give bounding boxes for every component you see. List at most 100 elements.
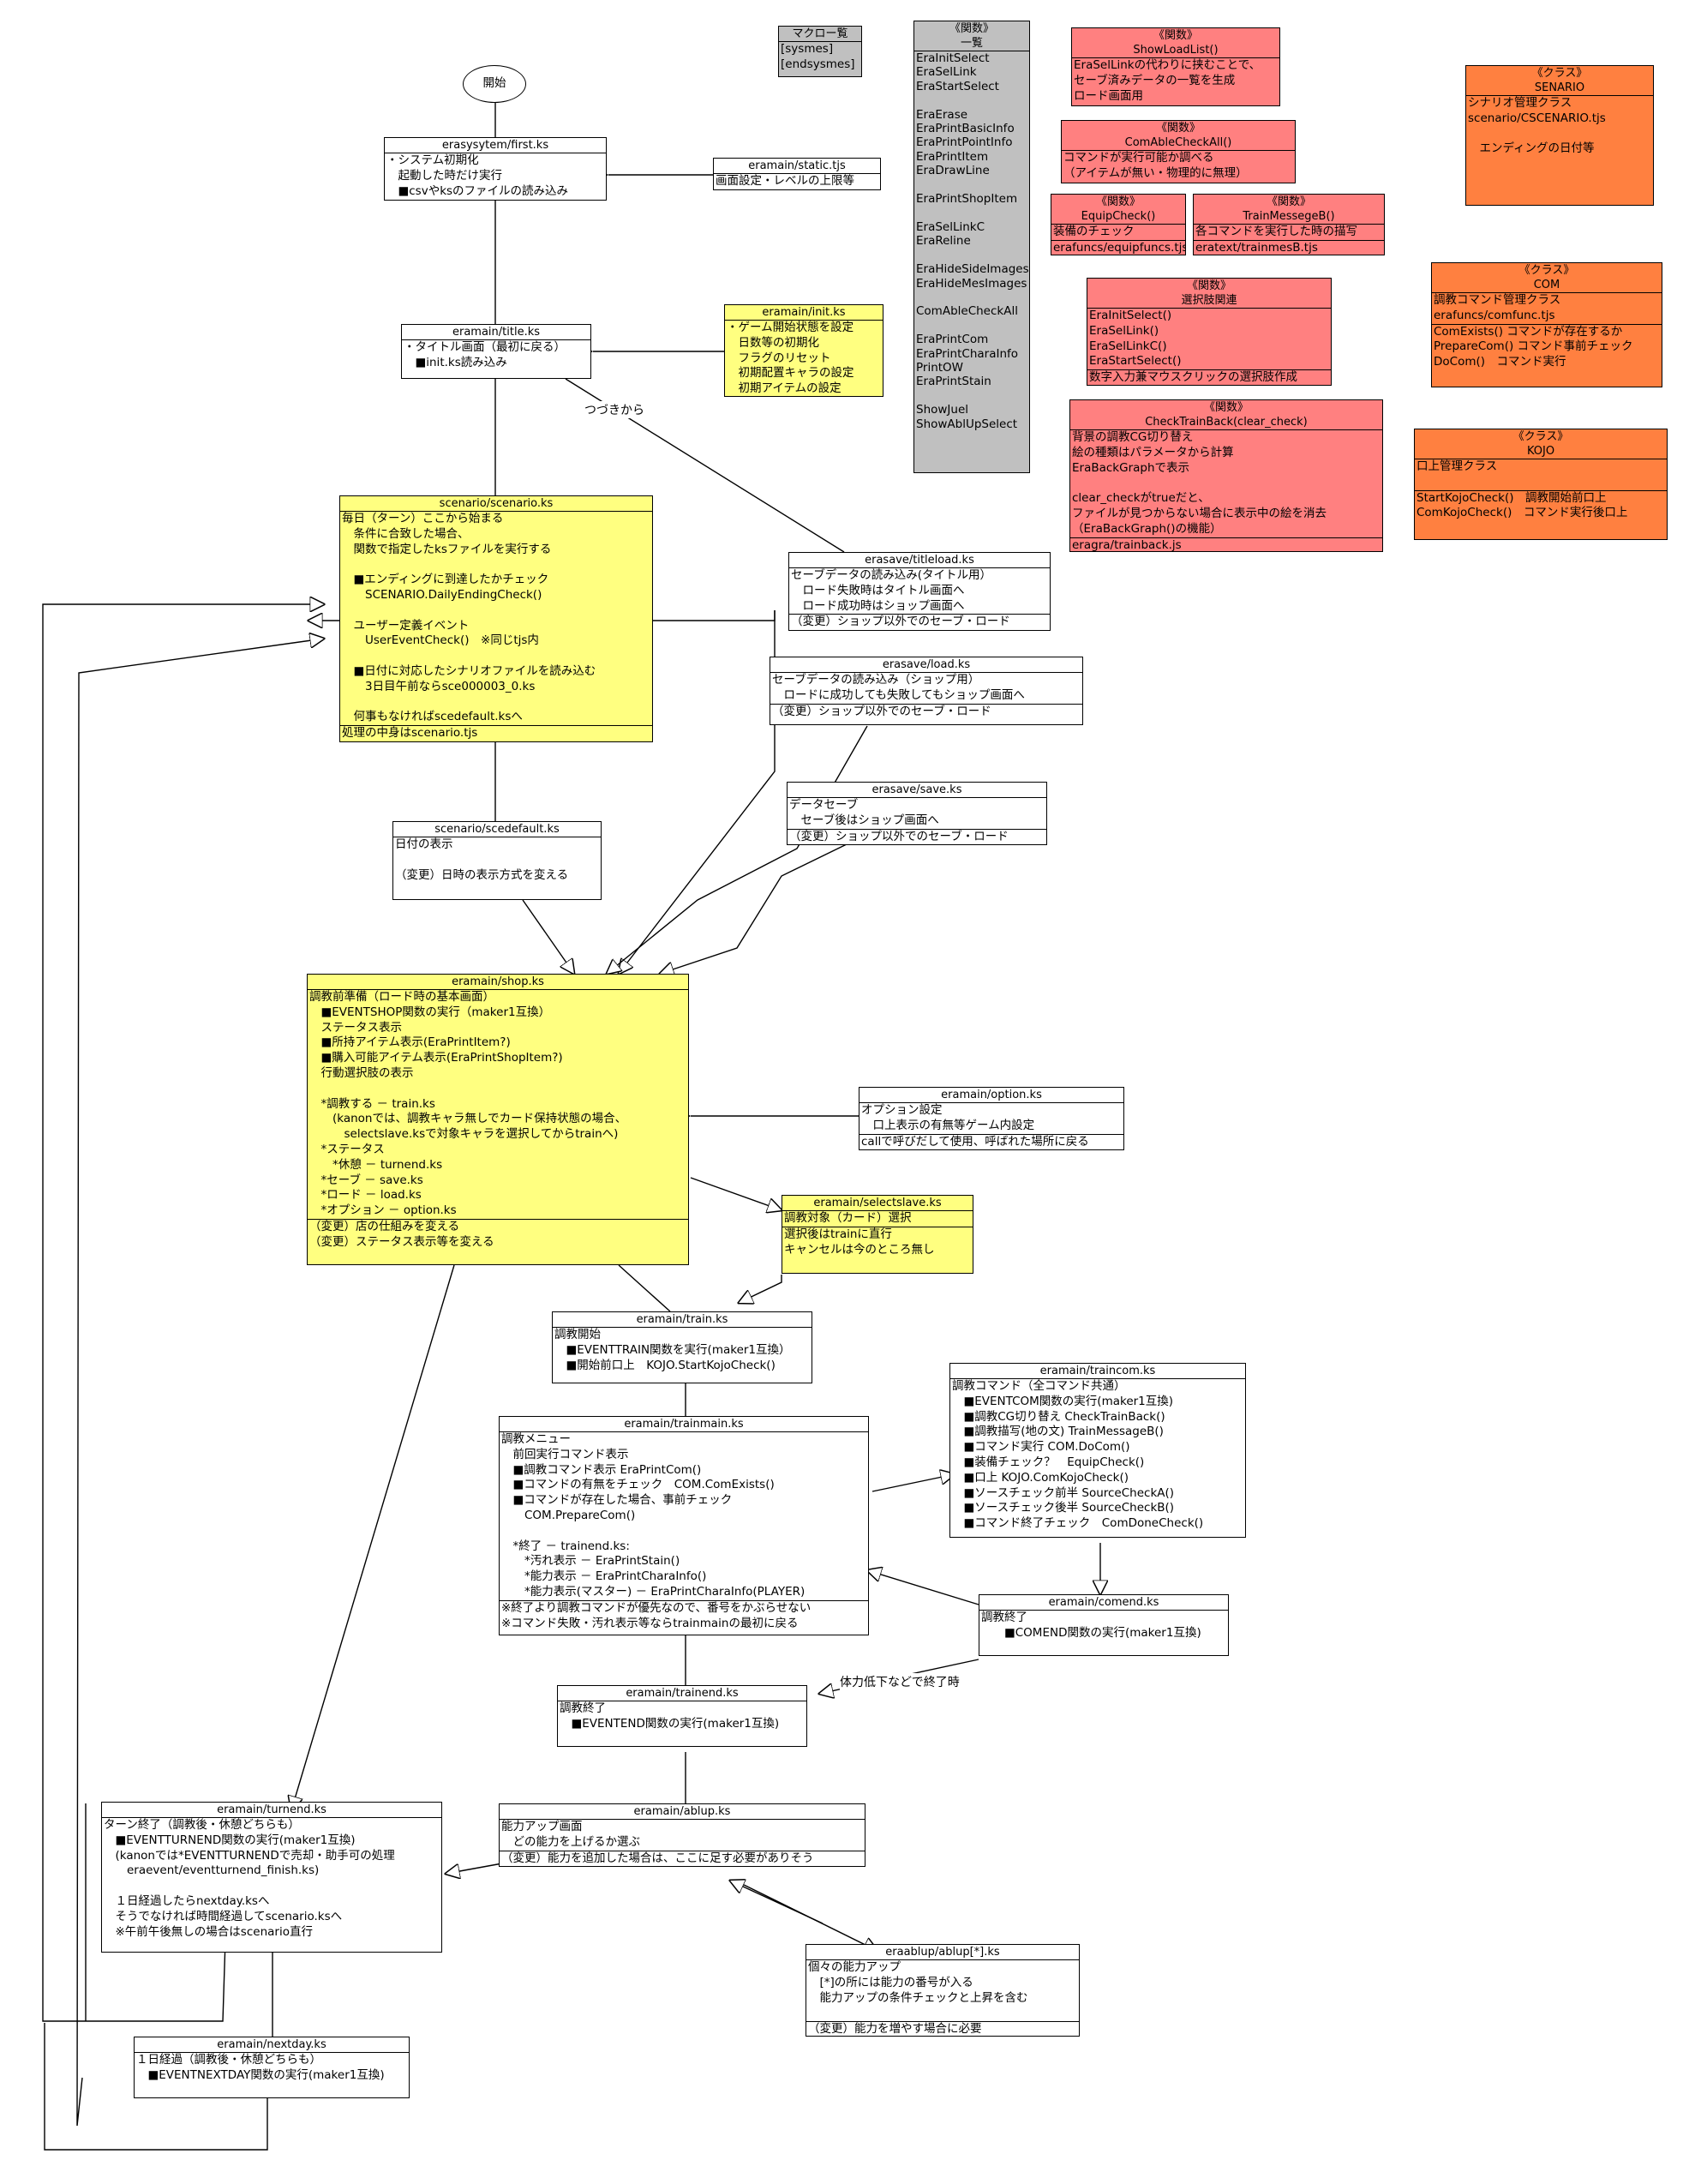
box-line: （変更）ステータス表示等を変える bbox=[309, 1234, 494, 1249]
edge-nextday-loop bbox=[44, 2023, 268, 2151]
func-list-item: EraPrintCom bbox=[916, 333, 989, 347]
func-list-item: EraPrintPointInfo bbox=[916, 135, 1013, 150]
func-list-item: ShowJuel bbox=[916, 403, 969, 417]
start-node: 開始 bbox=[463, 65, 526, 103]
macro-list-title: マクロー覧 bbox=[779, 27, 861, 42]
box-line bbox=[1466, 127, 1653, 142]
box-showloadlist: 《関数》ShowLoadList()EraSelLinkの代わりに挟むことで、セ… bbox=[1071, 27, 1280, 106]
box-line: EraSelLinkC() bbox=[1089, 339, 1167, 353]
macro-list: マクロー覧 [sysmes][endsysmes] bbox=[778, 26, 862, 77]
edge-selectslave-train bbox=[739, 1275, 782, 1303]
box-trainmain-section: 調教メニュー 前回実行コマンド表示 ■調教コマンド表示 EraPrintCom(… bbox=[500, 1432, 868, 1601]
box-line: セーブ済みデータの一覧を生成 bbox=[1074, 73, 1236, 87]
box-line: erafuncs/equipfuncs.tjs bbox=[1053, 240, 1186, 255]
box-titleload-section: セーブデータの読み込み(タイトル用） ロード失敗時はタイトル画面へ ロード成功時… bbox=[789, 568, 1050, 615]
func-list-item bbox=[914, 178, 1029, 192]
box-line: ■調教コマンド表示 EraPrintCom() bbox=[501, 1462, 702, 1477]
box-line: セーブ後はショップ画面へ bbox=[789, 813, 939, 827]
box-line: (kanonでは、調教キャラ無しでカード保持状態の場合、 bbox=[309, 1112, 627, 1126]
box-line bbox=[340, 695, 652, 711]
box-line bbox=[340, 649, 652, 664]
box-line: 処理の中身はscenario.tjs bbox=[342, 726, 478, 741]
func-list-item: EraSelLinkC bbox=[916, 219, 985, 234]
box-trainmsg-section: eratext/trainmesB.tjs bbox=[1194, 241, 1384, 255]
box-line: オプション設定 bbox=[861, 1103, 943, 1117]
box-line: ■コマンドの有無をチェック COM.ComExists() bbox=[501, 1478, 775, 1492]
box-shop-title: eramain/shop.ks bbox=[308, 975, 688, 990]
box-line: COM.PrepareCom() bbox=[501, 1508, 636, 1522]
box-line: キャンセルは今のところ無し bbox=[784, 1242, 935, 1257]
box-line: ・タイトル画面（最初に戻る） bbox=[404, 340, 566, 354]
box-line: EraBackGraphで表示 bbox=[1072, 460, 1190, 475]
box-checktrainback: 《関数》CheckTrainBack(clear_check)背景の調教CG切り… bbox=[1069, 399, 1383, 552]
box-line: ■調教描写(地の文) TrainMessageB() bbox=[952, 1425, 1164, 1439]
edge-shop-train bbox=[618, 1264, 671, 1312]
box-line: 選択後はtrainに直行 bbox=[784, 1227, 892, 1241]
box-line: ComExists() コマンドが存在するか bbox=[1434, 324, 1623, 339]
box-line: 調教メニュー bbox=[501, 1432, 571, 1446]
box-line: ComKojoCheck() コマンド実行後口上 bbox=[1416, 506, 1628, 520]
box-ablup-section: 能力アップ画面 どの能力を上げるか選ぶ bbox=[500, 1820, 865, 1851]
box-trainmain-section: ※終了より調教コマンドが優先なので、番号をかぶらせない※コマンド失敗・汚れ表示等… bbox=[500, 1601, 868, 1632]
box-line: ■購入可能アイテム表示(EraPrintShopItem?) bbox=[309, 1051, 563, 1065]
box-line: ■EVENTNEXTDAY関数の実行(maker1互換) bbox=[136, 2067, 385, 2082]
box-line: ■EVENTEND関数の実行(maker1互換) bbox=[560, 1716, 780, 1731]
box-line: ・システム初期化 bbox=[386, 153, 479, 167]
box-checktrainback-section: eragra/trainback.js bbox=[1070, 537, 1382, 552]
box-line: セーブデータの読み込み(タイトル用） bbox=[791, 568, 991, 582]
box-line: ロード成功時はショップ画面へ bbox=[791, 598, 965, 613]
box-com-title: 《クラス》COM bbox=[1432, 263, 1662, 293]
box-scenario-title: scenario/scenario.ks bbox=[340, 496, 652, 512]
box-line: EraSelLinkの代わりに挟むことで、 bbox=[1074, 58, 1261, 72]
box-turnend-section: ターン終了（調教後・休憩どちらも） ■EVENTTURNEND関数の実行(mak… bbox=[102, 1818, 441, 1940]
box-line: scenario/CSCENARIO.tjs bbox=[1468, 111, 1606, 125]
box-line: フラグのリセット bbox=[727, 351, 831, 365]
box-line: ■開始前口上 KOJO.StartKojoCheck() bbox=[554, 1358, 776, 1372]
box-save-section: （変更）ショップ以外でのセーブ・ロード bbox=[788, 830, 1046, 844]
box-equipcheck-section: erafuncs/equipfuncs.tjs bbox=[1051, 241, 1185, 255]
box-line: ■コマンド実行 COM.DoCom() bbox=[952, 1440, 1130, 1455]
func-list-item bbox=[914, 389, 1029, 403]
box-line bbox=[806, 2006, 1079, 2021]
edge-save-shop bbox=[660, 843, 849, 974]
box-checktrainback-title: 《関数》CheckTrainBack(clear_check) bbox=[1070, 400, 1382, 430]
box-line: ■エンディングに到達したかチェック bbox=[342, 573, 549, 587]
box-equipcheck-section: 装備のチェック bbox=[1051, 225, 1185, 241]
box-line: 3日目午前ならsce000003_0.ks bbox=[342, 679, 536, 693]
box-line: 条件に合致した場合、 bbox=[342, 526, 470, 541]
box-nextday-title: eramain/nextday.ks bbox=[135, 2037, 409, 2053]
box-line: EraInitSelect() bbox=[1089, 309, 1172, 322]
box-line: ファイルが見つからない場合に表示中の絵を消去 bbox=[1072, 506, 1327, 520]
box-line: （変更）ショップ以外でのセーブ・ロード bbox=[772, 704, 991, 718]
box-line: ■EVENTCOM関数の実行(maker1互換) bbox=[952, 1394, 1174, 1408]
box-line: ■口上 KOJO.ComKojoCheck() bbox=[952, 1470, 1129, 1485]
box-line: EraStartSelect() bbox=[1089, 354, 1182, 369]
box-line: 能力アップ画面 bbox=[501, 1820, 583, 1833]
box-line: 初期アイテムの設定 bbox=[727, 381, 842, 396]
box-init: eramain/init.ks・ゲーム開始状態を設定 日数等の初期化 フラグのリ… bbox=[724, 304, 883, 397]
box-line: UserEventCheck() ※同じtjs内 bbox=[342, 633, 539, 648]
box-line: erafuncs/comfunc.tjs bbox=[1434, 308, 1555, 322]
box-static-title: eramain/static.tjs bbox=[714, 159, 880, 174]
box-trainmsg-section: 各コマンドを実行した時の描写 bbox=[1194, 225, 1384, 241]
box-line: 何事もなければscedefault.ksへ bbox=[342, 710, 523, 724]
box-line: ■ソースチェック前半 SourceCheckA() bbox=[952, 1485, 1175, 1500]
box-line: 初期配置キャラの設定 bbox=[727, 366, 854, 381]
box-title-title: eramain/title.ks bbox=[402, 325, 590, 340]
box-line: ■所持アイテム表示(EraPrintItem?) bbox=[309, 1035, 511, 1050]
box-line bbox=[393, 853, 601, 868]
box-line: StartKojoCheck() 調教開始前口上 bbox=[1416, 490, 1607, 505]
box-line: シナリオ管理クラス bbox=[1468, 96, 1572, 110]
box-line: 日数等の初期化 bbox=[727, 335, 819, 350]
box-line: ロードに成功しても失敗してもショップ画面へ bbox=[772, 687, 1025, 702]
box-line: （変更）店の仕組みを変える bbox=[309, 1219, 460, 1233]
box-line: eragra/trainback.js bbox=[1072, 537, 1182, 552]
